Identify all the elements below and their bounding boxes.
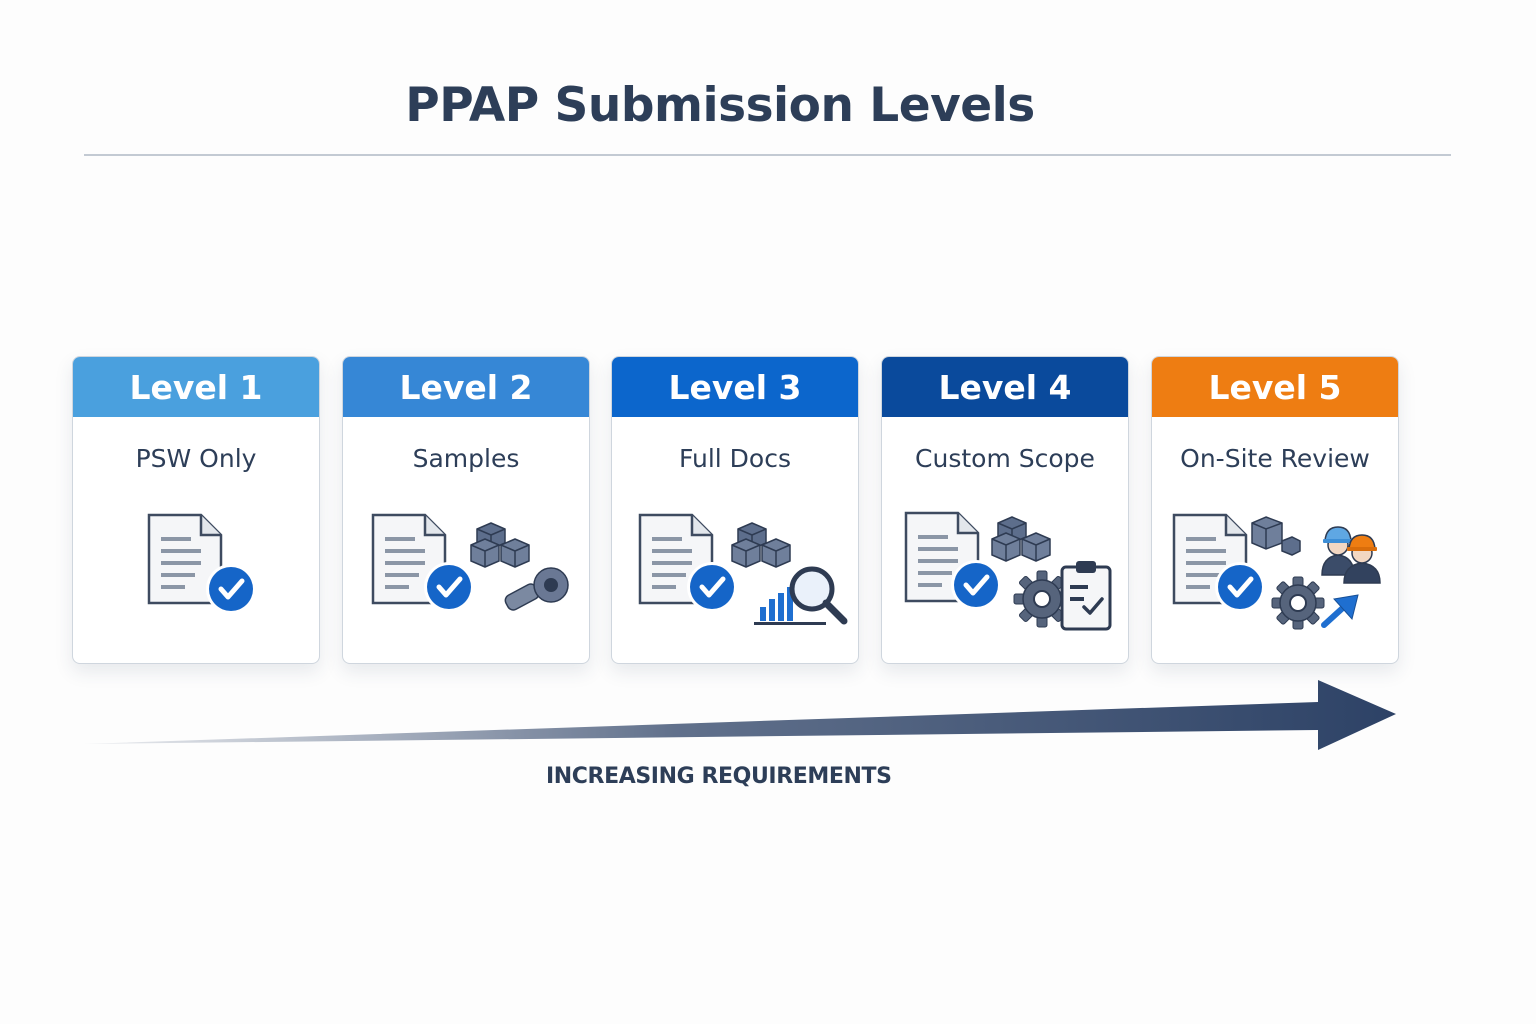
- level-1-header: Level 1: [73, 357, 319, 417]
- level-5-subtitle: On-Site Review: [1180, 444, 1370, 473]
- level-3-card: Level 3 Full Docs: [611, 356, 859, 664]
- check-badge-icon: [1215, 562, 1265, 612]
- level-4-subtitle: Custom Scope: [915, 444, 1095, 473]
- cubes-icon: [991, 516, 1051, 562]
- check-badge-icon: [687, 562, 737, 612]
- level-1-icons: [73, 503, 319, 643]
- check-badge-icon: [206, 564, 256, 614]
- level-4-icons: [882, 503, 1128, 643]
- level-2-subtitle: Samples: [412, 444, 520, 473]
- magnifier-icon: [789, 566, 848, 625]
- level-5-card: Level 5 On-Site Review: [1151, 356, 1399, 664]
- level-2-icons: [343, 503, 589, 643]
- level-4-header: Level 4: [882, 357, 1128, 417]
- arrow-label: INCREASING REQUIREMENTS: [546, 764, 892, 789]
- level-5-header: Level 5: [1152, 357, 1398, 417]
- level-1-card: Level 1 PSW Only: [72, 356, 320, 664]
- cubes-icon: [470, 522, 530, 568]
- page-title: PPAP Submission Levels: [405, 78, 1035, 133]
- gear-icon: [1271, 576, 1325, 630]
- level-3-icons: [612, 503, 858, 643]
- level-2-card: Level 2 Samples: [342, 356, 590, 664]
- document-icon: [147, 513, 223, 605]
- level-4-card: Level 4 Custom Scope: [881, 356, 1129, 664]
- level-1-subtitle: PSW Only: [135, 444, 257, 473]
- bar-chart-icon: [754, 587, 826, 625]
- level-3-subtitle: Full Docs: [678, 444, 791, 473]
- level-2-header: Level 2: [343, 357, 589, 417]
- title-divider: [84, 154, 1451, 156]
- bolt-nut-icon: [504, 567, 569, 611]
- cubes-icon: [731, 522, 791, 568]
- level-5-icons: [1152, 503, 1398, 643]
- clipboard-check-icon: [1060, 561, 1112, 631]
- arrow-up-right-icon: [1321, 594, 1359, 628]
- cube-icon: [1251, 516, 1301, 556]
- check-badge-icon: [951, 560, 1001, 610]
- check-badge-icon: [424, 562, 474, 612]
- engineers-icon: [1321, 526, 1381, 584]
- level-3-header: Level 3: [612, 357, 858, 417]
